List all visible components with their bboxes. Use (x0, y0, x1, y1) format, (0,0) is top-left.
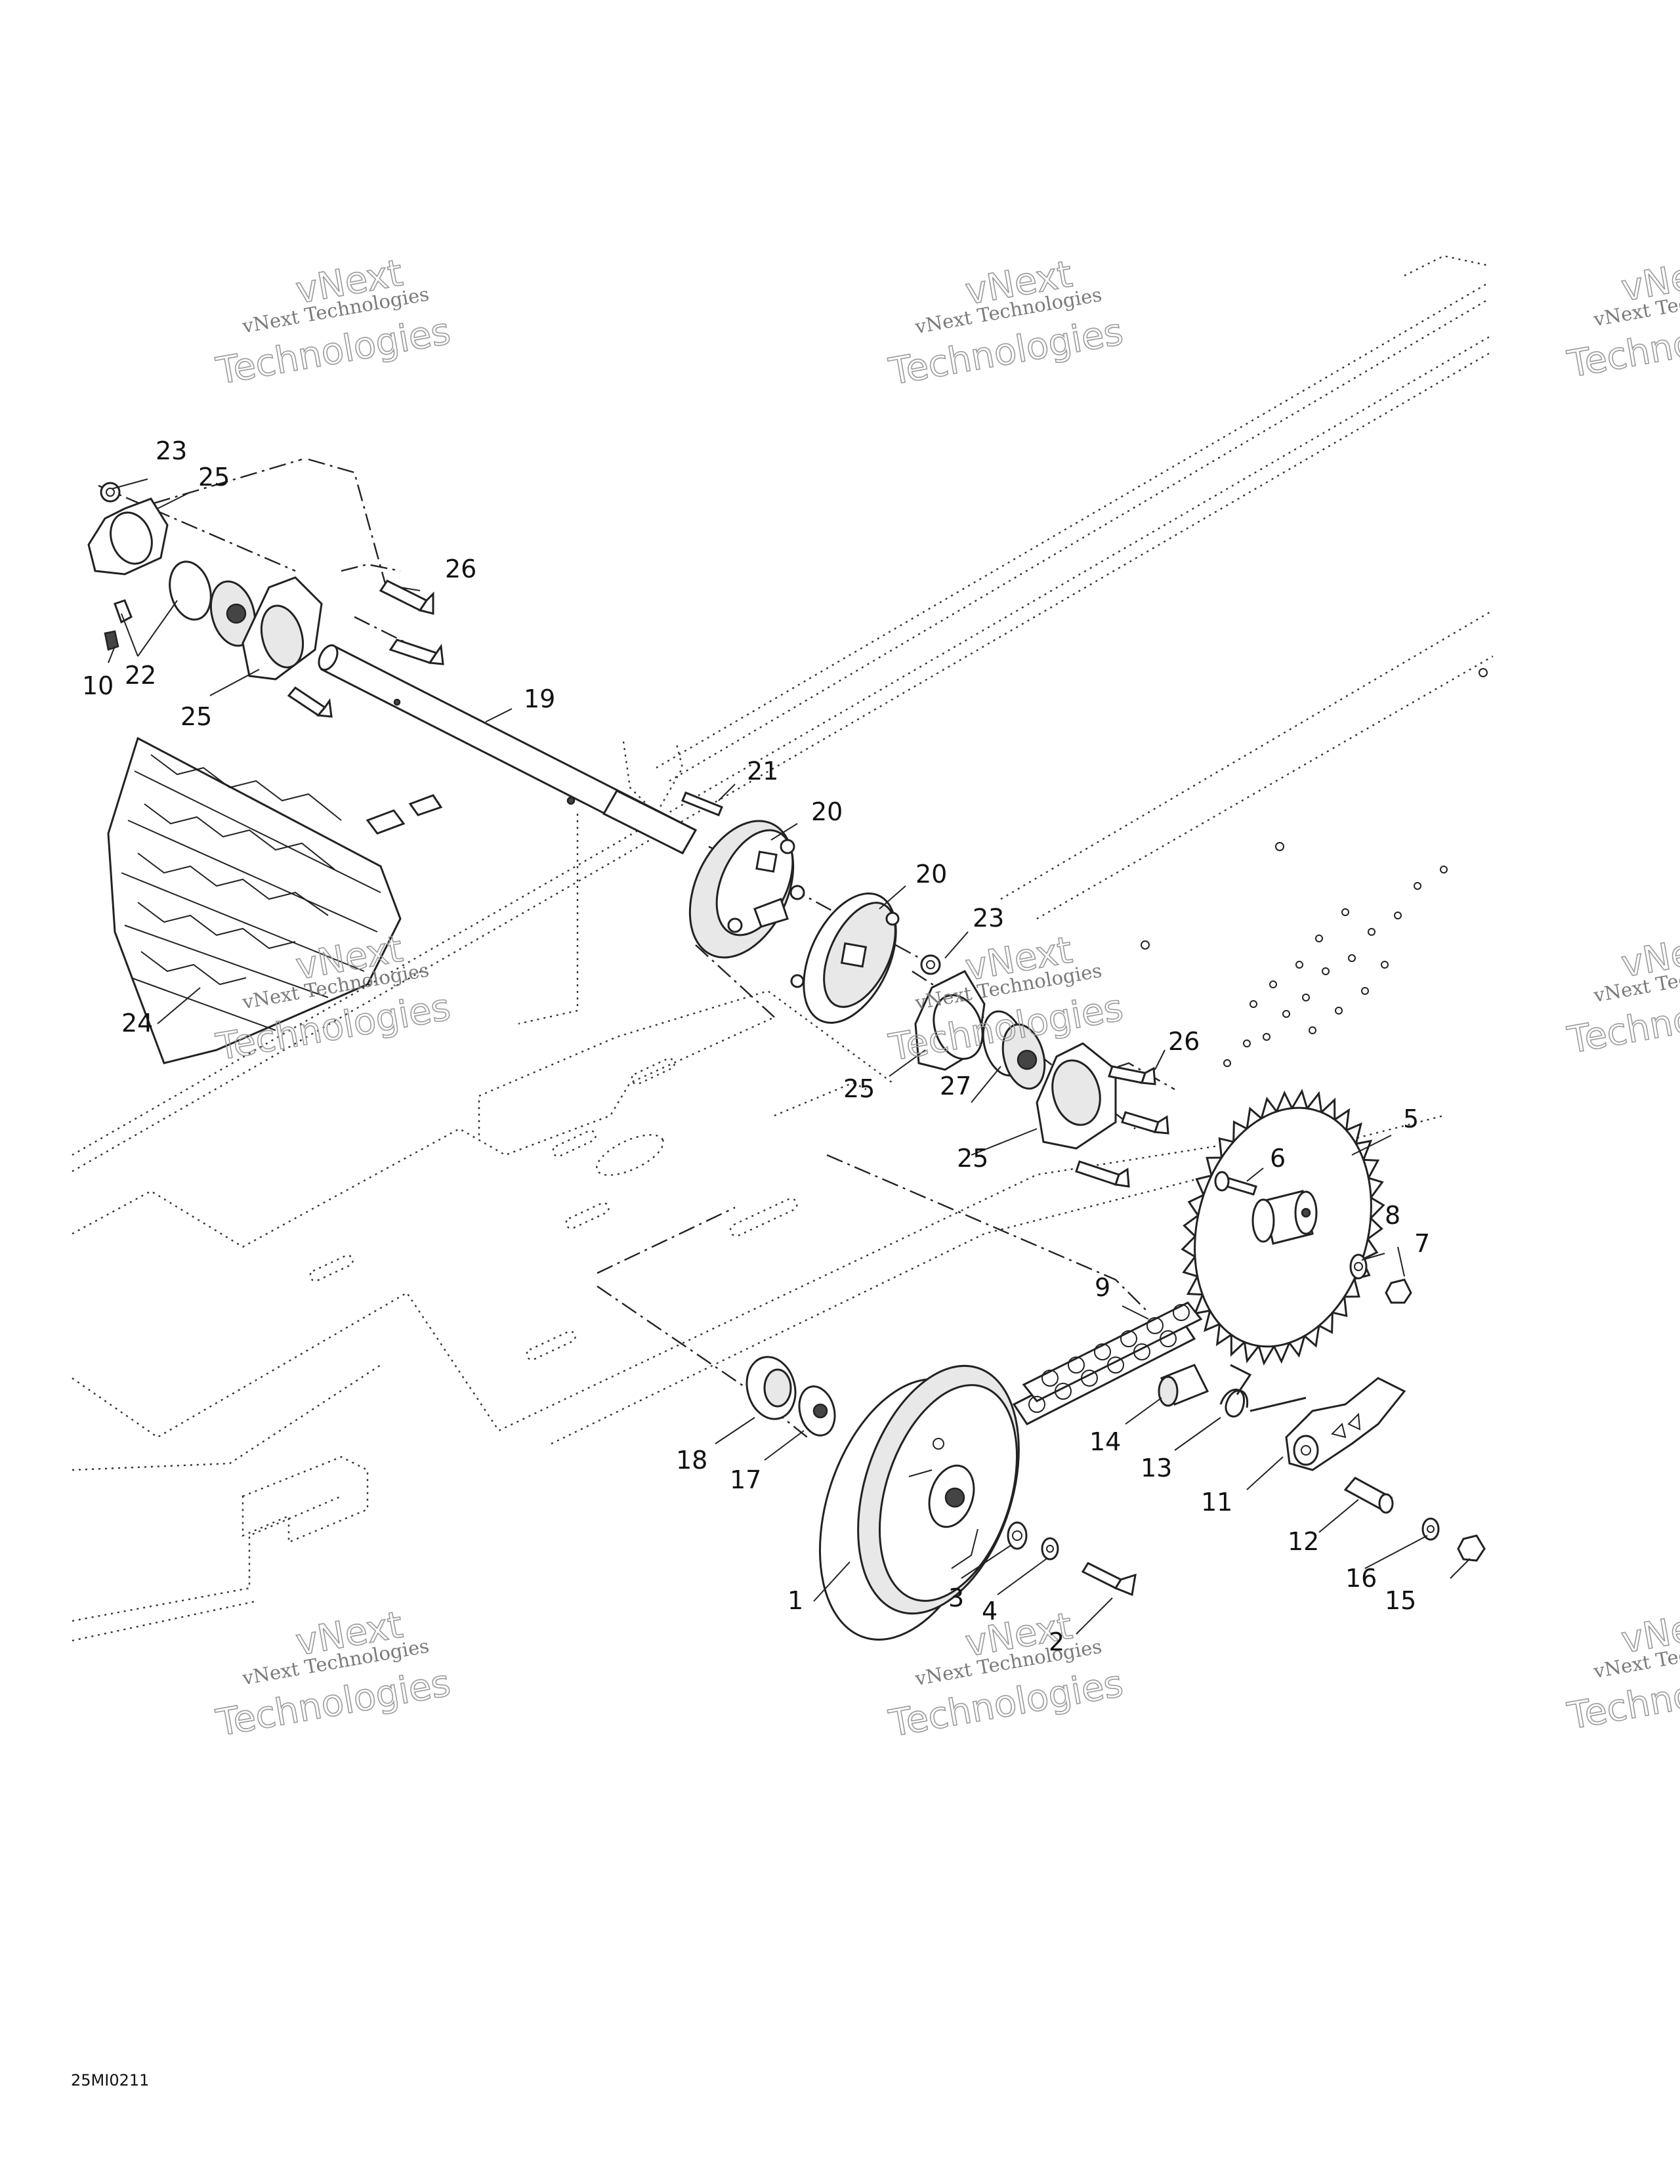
callout-2: 2 (1049, 1628, 1064, 1656)
woodruff-key (681, 791, 723, 816)
callout-9: 9 (1095, 1273, 1110, 1302)
callout-19: 19 (524, 684, 555, 713)
brake-drum (818, 1364, 1020, 1641)
callout-6: 6 (1270, 1144, 1286, 1173)
callout-25: 25 (180, 702, 212, 731)
bearing-assembly-left (87, 482, 323, 681)
callout-23: 23 (156, 436, 187, 465)
callout-16: 16 (1345, 1564, 1377, 1593)
callout-22: 22 (125, 661, 156, 690)
callout-1: 1 (788, 1586, 803, 1615)
washer-and-nut (1349, 1253, 1412, 1304)
watermark-bottom-right: vNext vNext Technologies Technologies (1564, 1601, 1680, 1738)
bearing-assembly-right (914, 954, 1117, 1150)
callout-20: 20 (811, 797, 843, 826)
tension-spring (1219, 1364, 1307, 1418)
callout-3: 3 (948, 1584, 964, 1612)
callout-13: 13 (1141, 1454, 1172, 1482)
callout-18: 18 (676, 1446, 707, 1475)
tensioner-arm (1285, 1377, 1406, 1471)
callout-7: 7 (1414, 1229, 1430, 1258)
frame-slots (309, 1057, 798, 1361)
watermark-middle-right: vNext vNext Technologies Technologies (1564, 925, 1680, 1062)
callout-23: 23 (973, 904, 1004, 933)
watermark-bottom-left: vNext vNext Technologies Technologies (213, 1603, 454, 1746)
callout-8: 8 (1385, 1201, 1400, 1230)
bearing-and-seal (746, 1356, 836, 1437)
bushing (1158, 1364, 1209, 1407)
tunnel-holes (1141, 668, 1488, 1067)
callout-25: 25 (198, 463, 230, 492)
callout-26: 26 (1168, 1027, 1200, 1056)
callout-4: 4 (982, 1597, 998, 1626)
watermark-top-right: vNext vNext Technologies Technologies (1564, 249, 1680, 387)
brake-fasteners (1007, 1521, 1137, 1597)
carriage-bolts-upper (287, 579, 444, 718)
callout-12: 12 (1288, 1527, 1319, 1556)
callout-14: 14 (1089, 1427, 1121, 1456)
callout-10: 10 (82, 671, 114, 700)
watermark-top-left: vNext vNext Technologies Technologies (213, 251, 454, 394)
callout-20: 20 (915, 860, 947, 889)
callout-5: 5 (1403, 1104, 1419, 1133)
callout-15: 15 (1385, 1586, 1416, 1615)
drawing-code: 25MI0211 (71, 2071, 149, 2090)
watermark-top-center: vNext vNext Technologies Technologies (885, 252, 1127, 394)
drive-hub-left (688, 820, 805, 959)
callout-11: 11 (1201, 1488, 1232, 1517)
callout-24: 24 (121, 1009, 153, 1038)
leader-lines (108, 478, 1471, 1635)
callout-17: 17 (730, 1465, 761, 1494)
callout-26: 26 (445, 555, 476, 583)
callout-27: 27 (940, 1072, 971, 1101)
drive-chain (1012, 1301, 1203, 1425)
callout-21: 21 (747, 757, 778, 786)
track-belt (107, 736, 443, 1064)
callout-25: 25 (843, 1074, 875, 1103)
callout-labels: 23 25 26 10 22 25 19 21 20 20 23 24 26 2… (82, 436, 1430, 1656)
pivot-pin-washer-nut (1343, 1477, 1486, 1562)
carriage-bolts-lower (1075, 1065, 1169, 1188)
drive-axle-shaft (318, 644, 698, 854)
drive-hub-right (790, 892, 900, 1024)
sprocket-bolt-and-spacer (1214, 1171, 1318, 1245)
callout-25: 25 (957, 1144, 988, 1173)
